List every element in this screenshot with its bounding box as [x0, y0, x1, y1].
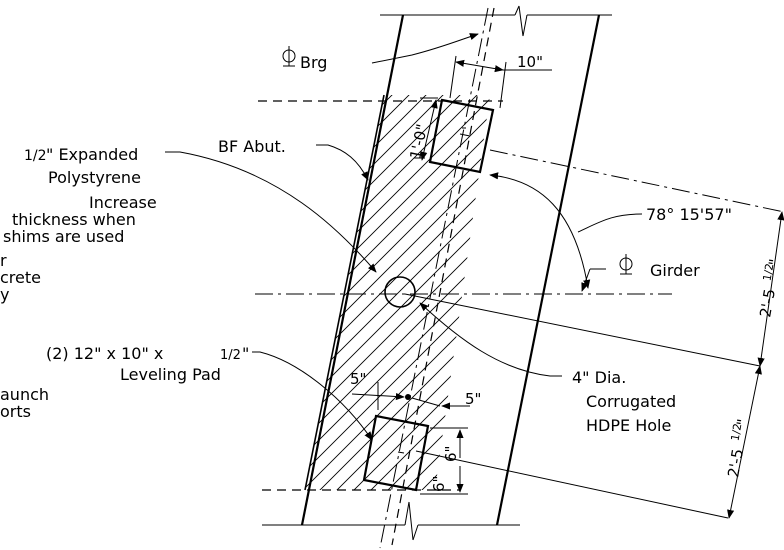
- dim-1-0: [414, 97, 438, 161]
- dim-10-in: [449, 55, 552, 109]
- hatch-line: [323, 95, 490, 490]
- hatch-line: [306, 95, 490, 490]
- dim-6-in: [420, 427, 468, 495]
- hole-hdpe-text: HDPE Hole: [586, 416, 671, 435]
- bearing-pad-bottom: [362, 414, 430, 492]
- polystyrene-leader: [165, 151, 377, 273]
- svg-text:": ": [765, 258, 784, 268]
- leveling-pad-text: Leveling Pad: [120, 365, 221, 384]
- cut-r-text: r: [0, 251, 7, 270]
- cut-crete-text: crete: [0, 268, 41, 287]
- dim-6-bot-label: 6": [430, 476, 448, 492]
- cut-orts-text: orts: [0, 402, 31, 421]
- dim-2-5-top-label: 2'-5 1/2 ": [756, 258, 784, 319]
- hatch-line: [305, 95, 452, 490]
- pad-fraction: 1/2: [220, 348, 241, 363]
- hatch-line: [596, 70, 784, 520]
- cl-brg-label: Brg: [300, 53, 327, 72]
- bf-abut-label: BF Abut.: [218, 137, 286, 156]
- polystyrene-note: 1/2 " Expanded Polystyrene Increase thic…: [0, 145, 157, 304]
- cut-y-text: y: [0, 285, 9, 304]
- skew-angle-dimension: [489, 172, 643, 289]
- hdpe-hole: [384, 276, 416, 308]
- increase-text: Increase: [89, 193, 157, 212]
- hole-dia-text: 4" Dia.: [572, 368, 626, 387]
- hatch-line: [305, 95, 490, 490]
- svg-text:2'-5: 2'-5: [724, 447, 747, 478]
- hatch-line: [305, 95, 490, 490]
- hatch-line: [545, 70, 784, 520]
- hatch-line: [305, 95, 490, 490]
- dim-2-5-half: [727, 211, 784, 519]
- hatch-line: [613, 70, 784, 520]
- expanded-polystyrene-hatch: [305, 70, 784, 520]
- leveling-pad-note: (2) 12" x 10" x 1/2 " Leveling Pad aunch…: [0, 344, 249, 421]
- bf-abut-leader: [316, 144, 369, 181]
- centerline-bearing: [379, 7, 489, 549]
- svg-text:1/2: 1/2: [760, 262, 776, 282]
- dim-6-top-label: 6": [442, 446, 460, 462]
- hatch-line: [305, 95, 490, 490]
- hatch-line: [305, 95, 490, 490]
- hatch-line: [357, 95, 490, 490]
- hatch-line: [305, 95, 490, 490]
- hatch-boundary: [304, 7, 495, 546]
- dim-10-label: 10": [517, 53, 543, 71]
- hatch-line: [305, 95, 490, 490]
- hatch-line: [305, 95, 490, 490]
- thickness-text: thickness when: [12, 210, 136, 229]
- dim-5-in: [351, 382, 470, 410]
- leveling-pad-leader: [252, 351, 373, 441]
- centerline-symbol-icon: [282, 46, 296, 67]
- girder-callout: [581, 268, 606, 292]
- hole-corr-text: Corrugated: [586, 392, 676, 411]
- hatch-line: [579, 70, 784, 520]
- skew-angle-label: 78° 15'57": [646, 205, 732, 224]
- pad-line1-pre: (2) 12" x 10" x: [46, 344, 163, 363]
- hatch-line: [305, 95, 418, 490]
- hatch-line: [305, 95, 490, 490]
- hatch-line: [305, 95, 490, 490]
- pad-line1-post: ": [242, 344, 249, 363]
- dim-2-5-bottom-label: 2'-5 1/2 ": [724, 418, 752, 479]
- hatch-line: [562, 70, 784, 520]
- hatch-line: [305, 95, 490, 490]
- abutment-outline: [262, 5, 612, 541]
- svg-text:2'-5: 2'-5: [756, 287, 779, 318]
- svg-text:1/2: 1/2: [728, 422, 744, 442]
- hatch-line: [340, 95, 490, 490]
- hatch-line: [305, 95, 490, 490]
- dim-5-right-label: 5": [465, 390, 481, 408]
- hdpe-hole-leader: [419, 302, 562, 377]
- centerline-girder: [255, 149, 784, 519]
- hatch-line: [305, 95, 469, 490]
- polystyrene-text: Polystyrene: [48, 168, 141, 187]
- hatch-line: [305, 95, 486, 490]
- expanded-text: " Expanded: [46, 145, 138, 164]
- polystyrene-limit-lines: [258, 100, 503, 491]
- cut-haunch-text: aunch: [0, 385, 49, 404]
- svg-text:": ": [733, 418, 752, 428]
- dim-5-left-label: 5": [350, 370, 366, 388]
- hatch-line: [305, 95, 490, 490]
- hatch-line: [305, 95, 490, 490]
- cl-girder-label: Girder: [650, 261, 700, 280]
- cl-brg-leader: [371, 33, 479, 64]
- hdpe-hole-note: 4" Dia. Corrugated HDPE Hole: [572, 368, 676, 435]
- hatch-line: [374, 95, 490, 490]
- cl-girder-symbol-icon: [619, 254, 633, 275]
- expanded-fraction: 1/2: [24, 148, 47, 164]
- shims-text: shims are used: [3, 227, 124, 246]
